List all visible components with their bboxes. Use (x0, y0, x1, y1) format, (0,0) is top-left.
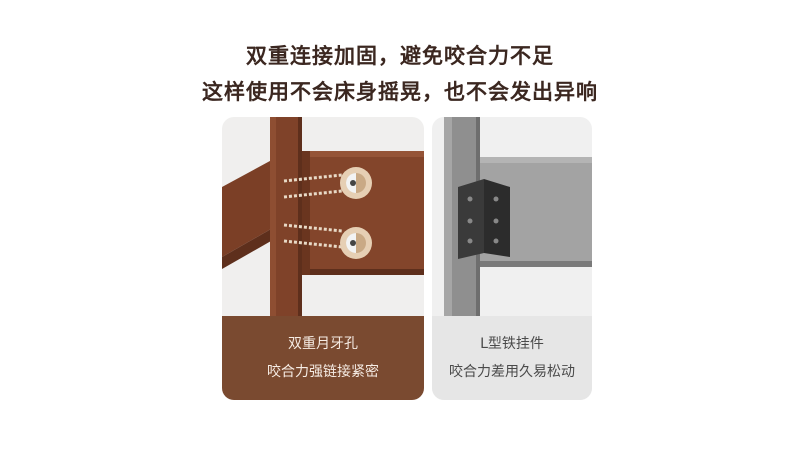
steel-joint-caption: L型铁挂件 咬合力差用久易松动 (432, 316, 592, 400)
steel-joint-subtitle: 咬合力差用久易松动 (449, 364, 575, 380)
steel-joint-illustration (444, 117, 592, 317)
wood-joint-card: 双重月牙孔 咬合力强链接紧密 (222, 117, 424, 400)
crescent-hole-icon (340, 167, 372, 199)
wood-joint-title: 双重月牙孔 (288, 336, 358, 352)
l-bracket-icon (458, 179, 510, 259)
steel-joint-card: L型铁挂件 咬合力差用久易松动 (432, 117, 592, 400)
crescent-hole-icon (340, 227, 372, 259)
wood-joint-subtitle: 咬合力强链接紧密 (267, 364, 379, 380)
wood-joint-caption: 双重月牙孔 咬合力强链接紧密 (222, 316, 424, 400)
headline-line-1: 双重连接加固，避免咬合力不足 (246, 44, 554, 68)
steel-joint-title: L型铁挂件 (480, 336, 544, 352)
headline-line-2: 这样使用不会床身摇晃，也不会发出异响 (202, 80, 598, 104)
wood-joint-illustration (222, 117, 424, 317)
